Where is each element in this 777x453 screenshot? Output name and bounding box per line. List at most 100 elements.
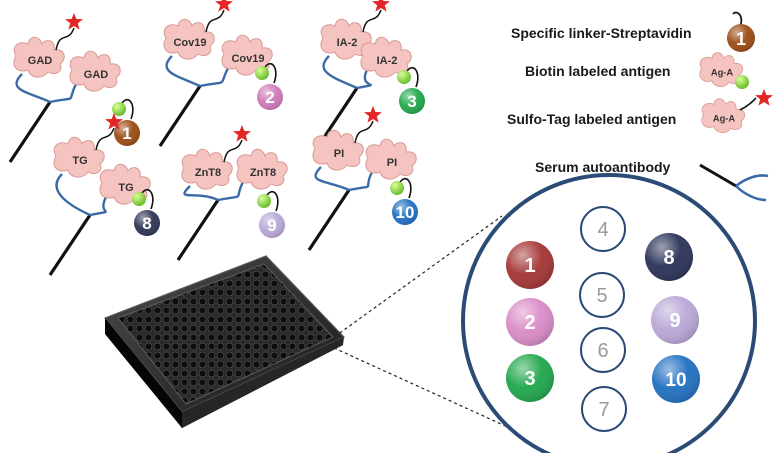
antibody-arm — [49, 83, 78, 104]
bead-number: 9 — [267, 216, 276, 235]
legend-biotin-antigen-icon: Ag-A — [699, 52, 744, 87]
antigen-label: IA-2 — [377, 55, 398, 67]
sulfo-tag-star-icon — [65, 13, 83, 30]
antibody-arm — [199, 67, 230, 88]
antibody-arm — [55, 173, 91, 217]
antibody-stem — [176, 199, 220, 261]
antibody-arm — [165, 55, 201, 88]
sulfo-tag-antigen: IA-2 — [320, 18, 372, 60]
empty-well: 6 — [580, 327, 626, 373]
antigen-label: IA-2 — [337, 37, 358, 49]
sulfo-tag-star-icon — [233, 125, 251, 142]
assay-panel: TG TG 8 — [48, 113, 160, 276]
biotin-ball-icon — [390, 181, 404, 195]
biotin-antigen: Cov19 — [221, 34, 273, 76]
zoom-line-top — [329, 215, 503, 341]
well-number: 4 — [597, 219, 608, 241]
sulfo-tag-antigen: PI — [312, 129, 364, 171]
legend-sulfo-antigen-icon: Ag-A — [701, 98, 746, 133]
streptavidin-linker — [263, 63, 277, 84]
bead-number: 2 — [265, 88, 274, 107]
bead-number: 3 — [407, 92, 416, 111]
legend-biotin-antigen-text: Ag-A — [711, 67, 734, 77]
assay-panel: PI PI 10 — [307, 106, 418, 251]
antigen-label: GAD — [84, 69, 109, 81]
sulfo-tag-linker — [362, 9, 382, 33]
empty-well: 7 — [581, 386, 627, 432]
biotin-ball-icon — [397, 70, 411, 84]
biotin-antigen: TG — [99, 163, 151, 205]
antigen-label: TG — [118, 182, 133, 194]
assay-panel: GAD GAD 1 — [8, 13, 140, 163]
filled-well: 1 — [506, 241, 554, 289]
legend-linker-badge: 1 — [727, 11, 755, 52]
sulfo-tag-linker — [55, 27, 75, 51]
well-number: 1 — [524, 255, 535, 277]
antigen-label: Cov19 — [231, 53, 264, 65]
well-number: 6 — [597, 340, 608, 362]
legend-sulfo-antigen-text: Ag-A — [713, 113, 736, 123]
antibody-stem — [158, 85, 202, 147]
streptavidin-linker — [405, 67, 419, 88]
bead-number: 10 — [396, 203, 415, 222]
antigen-label: ZnT8 — [250, 167, 276, 179]
sulfo-tag-star-icon — [215, 0, 233, 12]
biotin-antigen: IA-2 — [360, 36, 412, 78]
legend-serum-label: Serum autoantibody — [535, 159, 671, 175]
biotin-ball-icon — [735, 75, 749, 89]
well-zoom: 1 2 3 8 9 10 4 5 6 7 — [461, 173, 757, 453]
biotin-ball-icon — [112, 102, 126, 116]
legend-linker-label: Specific linker-Streptavidin — [511, 25, 692, 41]
streptavidin-linker — [398, 178, 412, 199]
well-number: 9 — [669, 310, 680, 332]
antibody-stem — [8, 101, 52, 163]
sulfo-tag-star-icon — [372, 0, 390, 12]
sulfo-tag-linker — [354, 120, 374, 144]
empty-well: 5 — [579, 272, 625, 318]
filled-well: 9 — [651, 296, 699, 344]
bead-number: 8 — [142, 214, 151, 233]
sulfo-tag-antigen: ZnT8 — [181, 148, 233, 190]
streptavidin-linker — [120, 99, 134, 120]
sulfo-tag-star-icon — [364, 106, 382, 123]
filled-well: 8 — [645, 233, 693, 281]
well-number: 8 — [663, 247, 674, 269]
bead-number: 1 — [122, 124, 131, 143]
antibody-stem — [307, 189, 351, 251]
well-number: 10 — [665, 370, 686, 391]
zoom-line-bottom — [333, 347, 513, 430]
antigen-label: ZnT8 — [195, 167, 221, 179]
antibody-arm — [217, 181, 245, 202]
well-number: 2 — [524, 312, 535, 334]
antibody-arm — [348, 171, 374, 192]
sulfo-tag-linker — [95, 127, 115, 151]
legend-biotin-label: Biotin labeled antigen — [525, 63, 670, 79]
empty-well: 4 — [580, 206, 626, 252]
antigen-label: PI — [334, 148, 344, 160]
serum-antibody-icon — [699, 163, 769, 202]
antibody-arm — [89, 196, 108, 217]
streptavidin-linker — [140, 189, 154, 210]
antigen-label: TG — [72, 155, 87, 167]
assay-panel: ZnT8 ZnT8 9 — [176, 125, 288, 261]
antigen-label: GAD — [28, 55, 53, 67]
streptavidin-linker — [265, 191, 279, 212]
biotin-antigen: GAD — [69, 50, 121, 92]
antigen-label: Cov19 — [173, 37, 206, 49]
antibody-arm — [322, 55, 358, 90]
legend-sulfo-label: Sulfo-Tag labeled antigen — [507, 111, 676, 127]
legend: Specific linker-Streptavidin 1 Biotin la… — [507, 11, 773, 202]
antibody-arm — [15, 73, 51, 104]
antibody-arm — [314, 166, 350, 192]
well-number: 3 — [524, 368, 535, 390]
well-number: 5 — [596, 285, 607, 307]
sulfo-tag-linker — [223, 139, 243, 163]
filled-well: 10 — [652, 355, 700, 403]
microplate — [104, 255, 346, 428]
biotin-antigen: PI — [365, 138, 417, 180]
antibody-arm — [183, 185, 219, 202]
sulfo-tag-linker — [205, 9, 225, 33]
